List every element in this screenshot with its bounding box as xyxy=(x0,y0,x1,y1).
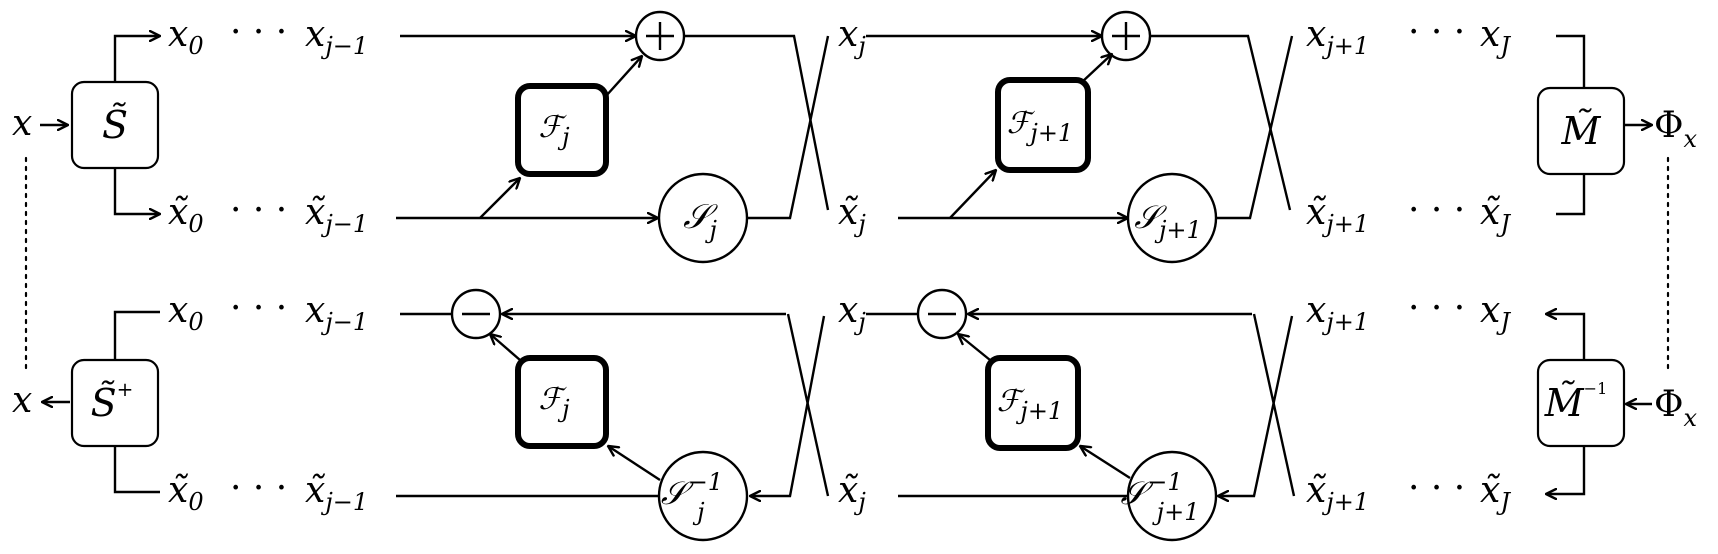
inv-j-f-box: ℱj xyxy=(515,355,609,449)
inv-jp1-cross-a xyxy=(1218,315,1294,496)
inv-up-xjp1: xj+1 xyxy=(1306,290,1369,336)
inv-lo-xt0: x̃0 xyxy=(168,470,204,516)
inv-up-xJ: xJ xyxy=(1480,290,1511,336)
inv-jp1-cross-b xyxy=(1252,313,1296,497)
fwd-jp1-f-to-plus-arrow xyxy=(1081,54,1112,83)
inverse-lower-row-labels: x̃0 · · · x̃j−1 x̃j x̃j+1 · · · x̃J xyxy=(168,468,1511,516)
inv-merge-upper-output xyxy=(1546,314,1586,360)
merge-box: M̃ xyxy=(1536,86,1626,176)
inv-up-xjm1: xj−1 xyxy=(305,290,368,336)
inv-j-s-to-f-arrow xyxy=(608,446,661,482)
inv-jp1-f-to-minus-arrow xyxy=(958,334,991,361)
inv-scatter-lower-input xyxy=(113,446,160,494)
inv-j-f-label: ℱj xyxy=(538,382,570,423)
fwd-up-xjp1: xj+1 xyxy=(1306,14,1369,60)
inv-jp1-s-to-f-arrow xyxy=(1080,446,1131,480)
inv-lo-xtj: x̃j xyxy=(838,470,866,516)
inverse-scatter-label: S̃+ xyxy=(91,377,134,425)
fwd-j-f-to-plus-arrow xyxy=(605,56,642,97)
scatter-lower-output xyxy=(113,168,160,214)
forward-output-label: Φx xyxy=(1654,105,1698,153)
inv-j-f-to-minus-arrow xyxy=(490,334,521,361)
fwd-lo-ellipsis-2: · · · xyxy=(1408,190,1465,231)
inverse-output-label: x xyxy=(12,380,32,421)
inv-jp1-minus-node xyxy=(916,288,968,340)
fwd-j-cross-a xyxy=(684,34,830,211)
inv-up-ellipsis-1: · · · xyxy=(230,288,287,329)
fwd-lo-xt0: x̃0 xyxy=(168,192,204,238)
merge-lower-input xyxy=(1556,174,1586,216)
inv-lo-ellipsis-1: · · · xyxy=(230,468,287,509)
fwd-up-x0: x0 xyxy=(168,14,204,60)
merge-box-label: M̃ xyxy=(1561,109,1602,153)
inv-up-x0: x0 xyxy=(168,290,204,336)
forward-input-label: x xyxy=(12,103,32,144)
forward-block-jp1: ℱj+1 𝒮j+1 xyxy=(866,10,1294,264)
scatter-upper-output xyxy=(113,36,160,82)
fwd-up-ellipsis-1: · · · xyxy=(230,12,287,53)
inverse-scatter-box: S̃+ xyxy=(70,358,160,448)
fwd-jp1-plus-node xyxy=(1100,10,1152,62)
forward-network: x S̃ x0 · · · xj−1 xj xj+1 · · · xJ x̃0 … xyxy=(12,10,1698,264)
fwd-lo-xtjm1: x̃j−1 xyxy=(305,192,368,238)
inv-scatter-upper-input xyxy=(113,310,160,360)
inv-up-xj: xj xyxy=(838,290,866,336)
scatter-box: S̃ xyxy=(70,80,160,170)
fwd-lo-xtjp1: x̃j+1 xyxy=(1306,192,1369,238)
inv-lo-xtjm1: x̃j−1 xyxy=(305,470,368,516)
inverse-upper-row-labels: x0 · · · xj−1 xj xj+1 · · · xJ xyxy=(168,288,1511,336)
fwd-up-xj: xj xyxy=(838,14,866,60)
fwd-jp1-cross-a xyxy=(1150,34,1292,211)
forward-lower-row-labels: x̃0 · · · x̃j−1 x̃j x̃j+1 · · · x̃J xyxy=(168,190,1511,238)
inv-j-cross-b xyxy=(786,313,830,497)
fwd-j-plus-node xyxy=(634,10,686,62)
inverse-merge-label: M̃−1 xyxy=(1544,379,1608,425)
merge-upper-input xyxy=(1556,34,1586,88)
fwd-j-s-node: 𝒮j xyxy=(657,172,749,264)
fwd-lo-xtJ: x̃J xyxy=(1480,192,1511,238)
inv-merge-lower-output xyxy=(1546,446,1586,494)
fwd-jp1-cross-b xyxy=(1216,35,1294,220)
fwd-lo-ellipsis-1: · · · xyxy=(230,190,287,231)
fwd-j-f-box: ℱj xyxy=(515,83,609,177)
scatter-box-label: S̃ xyxy=(102,103,128,147)
inv-jp1-f-label: ℱj+1 xyxy=(997,384,1063,425)
inv-j-cross-a xyxy=(750,315,826,496)
inverse-merge-box: M̃−1 xyxy=(1536,358,1626,448)
fwd-lo-xtj: x̃j xyxy=(838,192,866,238)
fwd-up-xjm1: xj−1 xyxy=(305,14,368,60)
fwd-jp1-s-label: 𝒮j+1 xyxy=(1134,198,1202,244)
inv-lo-xtJ: x̃J xyxy=(1480,470,1511,516)
fwd-up-ellipsis-2: · · · xyxy=(1408,12,1465,53)
inverse-network: x S̃+ x0 · · · xj−1 xj xj+1 · · · xJ x̃0… xyxy=(12,288,1698,542)
inv-j-minus-node xyxy=(450,288,502,340)
fwd-j-cross-b xyxy=(747,35,830,220)
forward-upper-row-labels: x0 · · · xj−1 xj xj+1 · · · xJ xyxy=(168,12,1511,60)
fwd-up-xJ: xJ xyxy=(1480,14,1511,60)
inv-jp1-f-box: ℱj+1 xyxy=(985,355,1081,451)
inv-up-ellipsis-2: · · · xyxy=(1408,288,1465,329)
fwd-jp1-to-f-arrow xyxy=(949,170,996,219)
inverse-input-label: Φx xyxy=(1654,384,1698,432)
fwd-jp1-s-node: 𝒮j+1 xyxy=(1126,172,1218,264)
fwd-jp1-f-box: ℱj+1 xyxy=(995,77,1091,173)
inv-lo-xtjp1: x̃j+1 xyxy=(1306,470,1369,516)
forward-block-j: ℱj 𝒮j xyxy=(396,10,830,264)
inv-lo-ellipsis-2: · · · xyxy=(1408,468,1465,509)
fwd-j-to-f-arrow xyxy=(479,178,520,219)
